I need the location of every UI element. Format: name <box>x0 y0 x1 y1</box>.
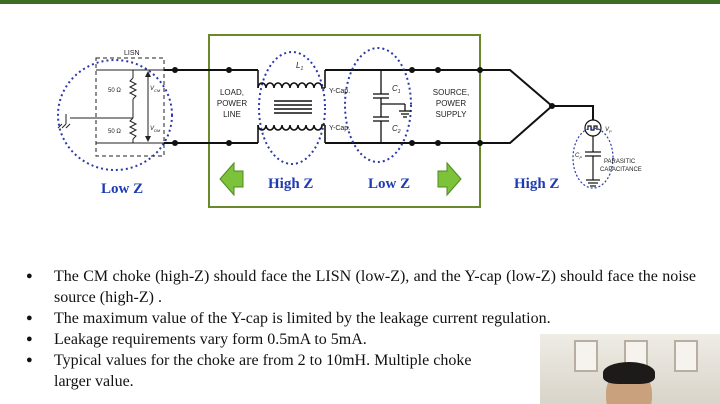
load-label-3: LINE <box>223 110 241 119</box>
webcam-overlay <box>540 334 720 404</box>
ycap-top-label: Y-Cap. <box>329 88 350 95</box>
r-top-label: 50 Ω <box>108 88 121 94</box>
bullet-item: The maximum value of the Y-cap is limite… <box>24 308 696 329</box>
c1-label: C1 <box>392 84 401 95</box>
parasitic-ellipse <box>572 127 614 189</box>
filter-box <box>208 34 481 208</box>
vp-label: VP <box>605 127 612 134</box>
v-dm-label: VDM <box>150 126 161 133</box>
lisn-wiring <box>70 69 175 144</box>
choke-label: L1 <box>296 61 303 72</box>
source-label-1: SOURCE, <box>433 88 469 97</box>
low-z-cap-label: Low Z <box>368 176 411 192</box>
parasitic-label-1: PARASITIC <box>604 159 636 165</box>
parasitic-label-2: CAPACITANCE <box>600 167 642 173</box>
presenter-hair <box>603 362 655 384</box>
power-lines <box>164 69 594 144</box>
lisn-box <box>95 57 165 157</box>
lisn-label: LISN <box>124 50 140 57</box>
slide-top-bar <box>0 0 720 4</box>
bullet-item: Leakage requirements vary form 0.5mA to … <box>24 329 696 350</box>
c2-label: C2 <box>392 124 401 135</box>
arrow-left-icon <box>219 161 244 197</box>
high-z-right-label: High Z <box>514 176 560 192</box>
noise-source <box>584 119 602 187</box>
load-label-2: POWER <box>217 99 247 108</box>
wall-frame <box>674 340 698 372</box>
r-bottom-label: 50 Ω <box>108 129 121 135</box>
bullet-item-continuation: larger value. <box>54 373 134 390</box>
v-cm-label: VCM <box>150 86 161 93</box>
cp-label: CP <box>575 153 582 160</box>
source-label-2: POWER <box>436 99 466 108</box>
lisn-low-z-ellipse <box>57 59 173 171</box>
bullet-list: The CM choke (high-Z) should face the LI… <box>24 266 696 392</box>
ground-icon <box>57 114 71 129</box>
ycap-low-z-ellipse <box>344 47 412 163</box>
bullet-item: The CM choke (high-Z) should face the LI… <box>24 266 696 308</box>
terminals <box>172 67 555 146</box>
high-z-choke-label: High Z <box>268 176 314 192</box>
source-label-3: SUPPLY <box>436 110 468 119</box>
y-capacitors <box>373 70 411 143</box>
low-z-left-label: Low Z <box>101 181 144 197</box>
emi-filter-diagram: LISN 50 Ω 50 Ω VCM VDM <box>57 34 642 208</box>
wall-frame <box>574 340 598 372</box>
ycap-bottom-label: Y-Cap. <box>329 125 350 132</box>
arrow-right-icon <box>437 161 462 197</box>
load-label-1: LOAD, <box>220 88 244 97</box>
cm-choke <box>257 70 326 143</box>
choke-high-z-ellipse <box>258 51 326 165</box>
bullet-item: Typical values for the choke are from 2 … <box>24 350 696 371</box>
